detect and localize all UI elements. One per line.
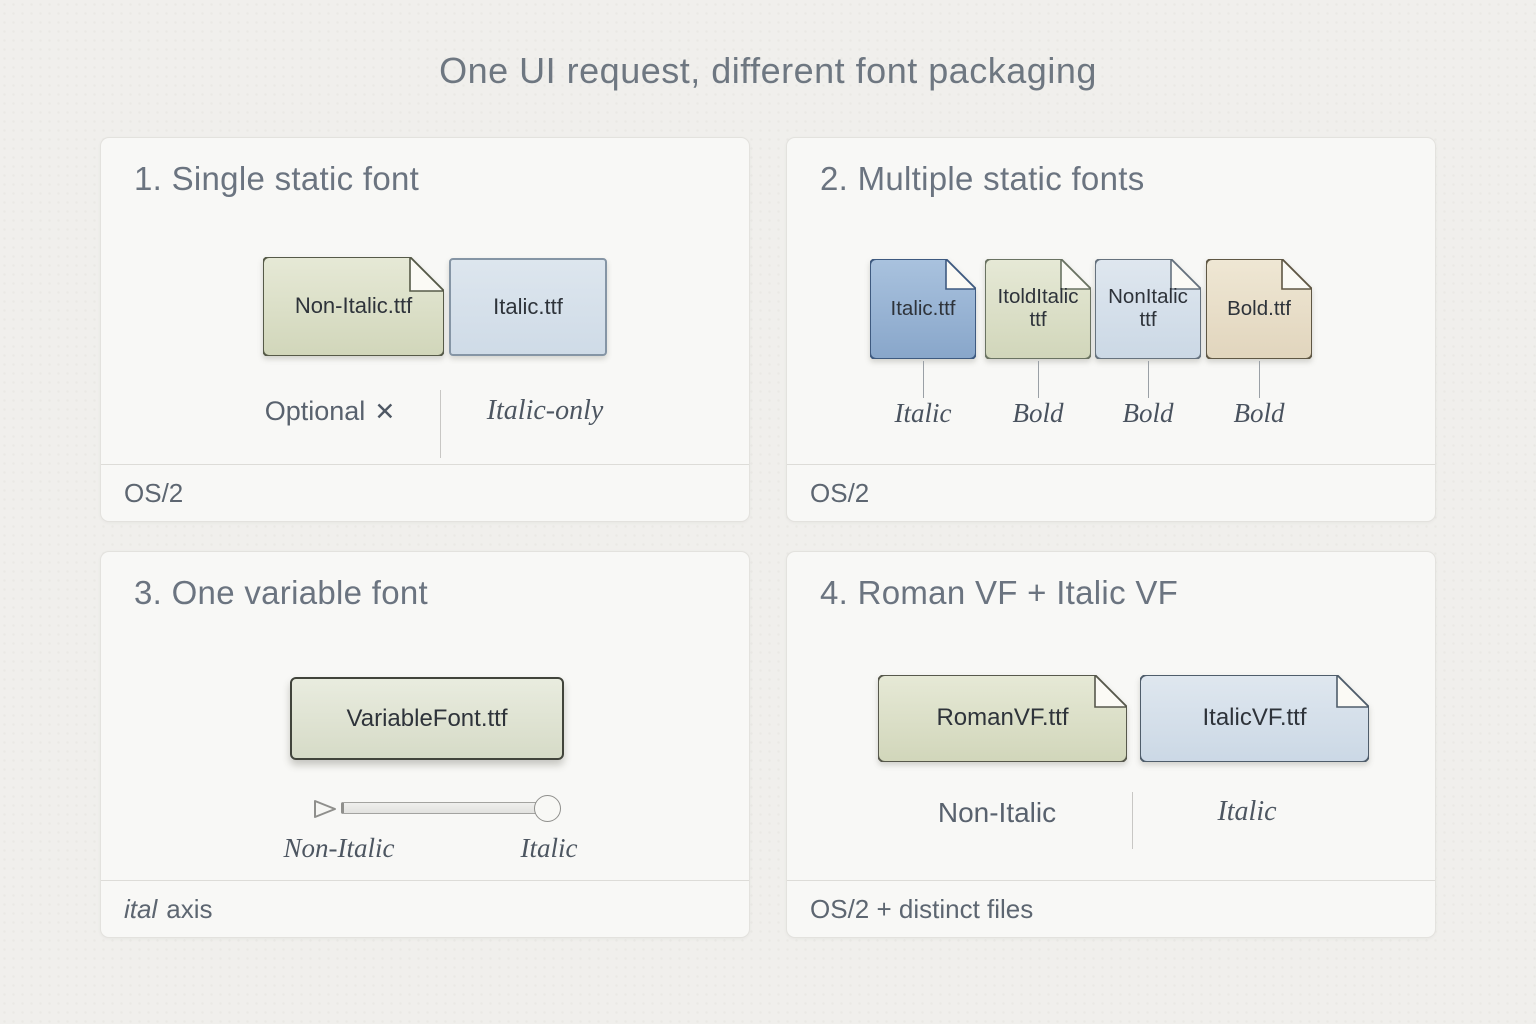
file-label: Non-Italic.ttf xyxy=(263,257,444,356)
file-icon-bold-ttf: Bold.ttf xyxy=(1206,259,1312,359)
ital-axis-slider-knob[interactable] xyxy=(534,795,561,822)
panel-multiple-static-fonts: 2. Multiple static fonts Italic.ttf Itol… xyxy=(786,137,1436,522)
file-label: VariableFont.ttf xyxy=(347,705,508,733)
connector-line xyxy=(923,361,924,398)
annotation-non-italic: Non-Italic xyxy=(897,797,1097,829)
file-icon-italic-ttf: Italic.ttf xyxy=(449,258,607,356)
annotation-italic: Italic xyxy=(1147,796,1347,828)
slider-label-non-italic: Non-Italic xyxy=(259,833,419,864)
slider-label-italic: Italic xyxy=(469,833,629,864)
ital-axis-name: ital xyxy=(124,894,157,925)
panel2-footer: OS/2 xyxy=(787,464,1435,521)
file-label: Italic.ttf xyxy=(870,259,976,359)
panel1-footer: OS/2 xyxy=(101,464,749,521)
file-icon-italicvf-ttf: ItalicVF.ttf xyxy=(1140,675,1369,762)
file-icon-italic-ttf: Italic.ttf xyxy=(870,259,976,359)
file-icon-variablefont-ttf: VariableFont.ttf xyxy=(290,677,564,760)
panel-one-variable-font: 3. One variable font VariableFont.ttf No… xyxy=(100,551,750,938)
file-label: ItalicVF.ttf xyxy=(1140,675,1369,762)
panel2-heading: 2. Multiple static fonts xyxy=(820,160,1145,198)
axis-arrow-icon xyxy=(311,797,339,821)
connector-line xyxy=(1148,361,1149,398)
panel-roman-vf-italic-vf: 4. Roman VF + Italic VF RomanVF.ttf Ital… xyxy=(786,551,1436,938)
annotation-divider xyxy=(440,390,441,458)
connector-line xyxy=(1038,361,1039,398)
annotation-italic-only: Italic-only xyxy=(445,395,645,427)
file-label: Italic.ttf xyxy=(493,294,563,320)
panel1-heading: 1. Single static font xyxy=(134,160,419,198)
style-tag: Bold xyxy=(1088,398,1208,429)
annotation-divider xyxy=(1132,792,1133,849)
x-icon: ✕ xyxy=(374,398,395,426)
panel4-footer: OS/2 + distinct files xyxy=(787,880,1435,937)
file-icon-non-italic-ttf: Non-Italic.ttf xyxy=(263,257,444,356)
style-tag: Bold xyxy=(1199,398,1319,429)
style-tag: Bold xyxy=(978,398,1098,429)
page-title: One UI request, different font packaging xyxy=(0,50,1536,92)
file-label: RomanVF.ttf xyxy=(878,675,1127,762)
style-tag: Italic xyxy=(863,398,983,429)
ital-axis-slider-track xyxy=(341,802,547,814)
panel3-footer: ital axis xyxy=(101,880,749,937)
file-icon-romanvf-ttf: RomanVF.ttf xyxy=(878,675,1127,762)
connector-line xyxy=(1259,361,1260,398)
file-label: NonItalic ttf xyxy=(1095,259,1201,359)
file-label: ItoldItalic ttf xyxy=(985,259,1091,359)
file-icon-itolditalic-ttf: ItoldItalic ttf xyxy=(985,259,1091,359)
panel-single-static-font: 1. Single static font Non-Italic.ttf Ita… xyxy=(100,137,750,522)
panel4-heading: 4. Roman VF + Italic VF xyxy=(820,574,1178,612)
file-label: Bold.ttf xyxy=(1206,259,1312,359)
file-icon-nonitalic-ttf: NonItalic ttf xyxy=(1095,259,1201,359)
annotation-optional: Optional✕ xyxy=(220,396,440,427)
panel3-heading: 3. One variable font xyxy=(134,574,428,612)
